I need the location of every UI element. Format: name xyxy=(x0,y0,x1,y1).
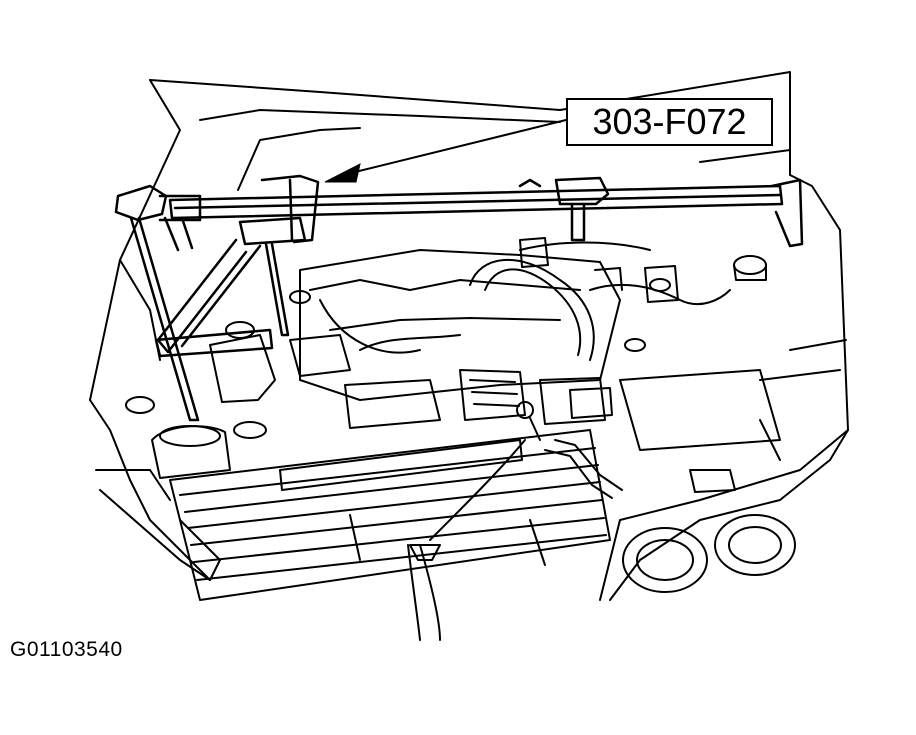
right-fender xyxy=(599,339,849,601)
reservoirs xyxy=(125,237,781,493)
tool-number-callout: 303-F072 xyxy=(566,98,773,146)
radiator-grille xyxy=(169,429,611,601)
figure-id: G01103540 xyxy=(10,638,123,661)
arrowhead-icon xyxy=(324,163,361,183)
hoses-and-wiring xyxy=(319,241,731,641)
callout-leader xyxy=(354,119,567,173)
headlamp-right xyxy=(714,514,796,576)
engine-support-bar xyxy=(114,174,804,422)
headlamp-left xyxy=(622,527,708,593)
engine-block xyxy=(299,249,621,441)
